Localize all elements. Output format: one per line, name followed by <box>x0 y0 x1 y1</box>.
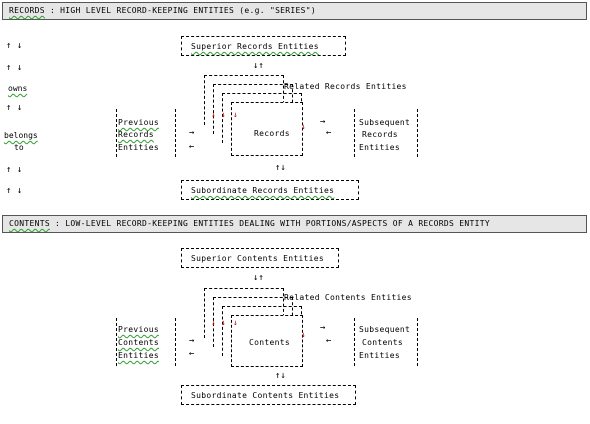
contents-right-arrow-left: → <box>189 336 195 346</box>
contents-up-down-arrow-top: ↓↑ <box>253 273 264 283</box>
previous-records-line-2: Records <box>118 130 154 139</box>
records-header-keyword: RECORDS <box>9 6 45 15</box>
red-tick-8: ↓ <box>301 330 306 339</box>
red-tick-4: ↓ <box>301 122 306 131</box>
red-tick-7: ↓ <box>233 318 238 327</box>
previous-contents-right-bracket <box>168 318 176 366</box>
records-up-down-arrow-bottom: ↑↓ <box>275 163 286 173</box>
previous-contents-line-2: Contents <box>118 338 159 347</box>
contents-box-label: Contents <box>249 338 290 347</box>
subsequent-records-line-2: Records <box>362 130 398 139</box>
related-contents-label: Related Contents Entities <box>284 293 412 302</box>
previous-contents-line-3: Entities <box>118 351 159 360</box>
previous-contents-line-1: Previous <box>118 325 159 334</box>
related-records-label: Related Records Entities <box>284 82 407 91</box>
records-header-bar: RECORDS : HIGH LEVEL RECORD-KEEPING ENTI… <box>2 2 587 20</box>
side-arrows-4: ↑ ↓ <box>6 165 23 175</box>
subsequent-contents-line-1: Subsequent <box>359 325 411 334</box>
subsequent-records-right-bracket <box>410 109 418 157</box>
previous-records-line-1: Previous <box>118 118 159 127</box>
contents-up-down-arrow-bottom: ↑↓ <box>275 371 286 381</box>
superior-records-box: Superior Records Entities <box>181 36 346 56</box>
red-tick-5: ↓ <box>211 318 216 327</box>
red-tick-3: ↓ <box>233 110 238 119</box>
contents-left-arrow-right: ← <box>326 336 332 346</box>
subsequent-records-left-bracket <box>354 109 362 157</box>
subordinate-contents-label: Subordinate Contents Entities <box>191 391 340 400</box>
side-arrows-1: ↑ ↓ <box>6 41 23 51</box>
related-records-layer-1 <box>204 75 284 125</box>
previous-records-line-3: Entities <box>118 143 159 152</box>
records-up-down-arrow-top: ↓↑ <box>253 61 264 71</box>
side-belongs-label: belongs <box>4 131 38 140</box>
subordinate-contents-box: Subordinate Contents Entities <box>181 385 356 405</box>
contents-left-arrow-left: ← <box>189 349 195 359</box>
contents-right-arrow-right: → <box>320 323 326 333</box>
contents-header-bar: CONTENTS : LOW-LEVEL RECORD-KEEPING ENTI… <box>2 215 587 233</box>
subsequent-records-line-3: Entities <box>359 143 400 152</box>
records-header-rest: : HIGH LEVEL RECORD-KEEPING ENTITIES (e.… <box>44 6 316 15</box>
superior-contents-box: Superior Contents Entities <box>181 248 339 268</box>
records-left-arrow-right: ← <box>326 128 332 138</box>
subordinate-records-label: Subordinate Records Entities <box>191 186 335 195</box>
side-arrows-2: ↑ ↓ <box>6 63 23 73</box>
contents-header-rest: : LOW-LEVEL RECORD-KEEPING ENTITIES DEAL… <box>49 219 490 228</box>
superior-records-label: Superior Records Entities <box>191 42 319 51</box>
side-owns-label: owns <box>8 84 28 93</box>
red-tick-2: ↓ <box>221 110 226 119</box>
subsequent-contents-left-bracket <box>354 318 362 366</box>
side-arrows-3: ↑ ↓ <box>6 103 23 113</box>
red-tick-1: ↓ <box>211 110 216 119</box>
side-to-label: to <box>14 143 24 152</box>
records-header-text: RECORDS : HIGH LEVEL RECORD-KEEPING ENTI… <box>9 6 316 15</box>
contents-header-text: CONTENTS : LOW-LEVEL RECORD-KEEPING ENTI… <box>9 219 490 228</box>
contents-box: Contents <box>231 315 303 367</box>
subsequent-contents-line-2: Contents <box>362 338 403 347</box>
subordinate-records-box: Subordinate Records Entities <box>181 180 359 200</box>
previous-records-right-bracket <box>168 109 176 157</box>
side-arrows-5: ↑ ↓ <box>6 186 23 196</box>
superior-contents-label: Superior Contents Entities <box>191 254 325 263</box>
related-contents-layer-1 <box>204 288 284 338</box>
previous-records-left-bracket <box>116 109 124 157</box>
previous-contents-left-bracket <box>116 318 124 366</box>
records-left-arrow-left: ← <box>189 142 195 152</box>
red-tick-6: ↓ <box>221 318 226 327</box>
subsequent-records-line-1: Subsequent <box>359 118 411 127</box>
records-box: Records <box>231 102 303 156</box>
records-right-arrow-right: → <box>320 117 326 127</box>
contents-header-keyword: CONTENTS <box>9 219 50 228</box>
subsequent-contents-line-3: Entities <box>359 351 400 360</box>
records-right-arrow-left: → <box>189 128 195 138</box>
subsequent-contents-right-bracket <box>410 318 418 366</box>
records-box-label: Records <box>254 129 290 138</box>
